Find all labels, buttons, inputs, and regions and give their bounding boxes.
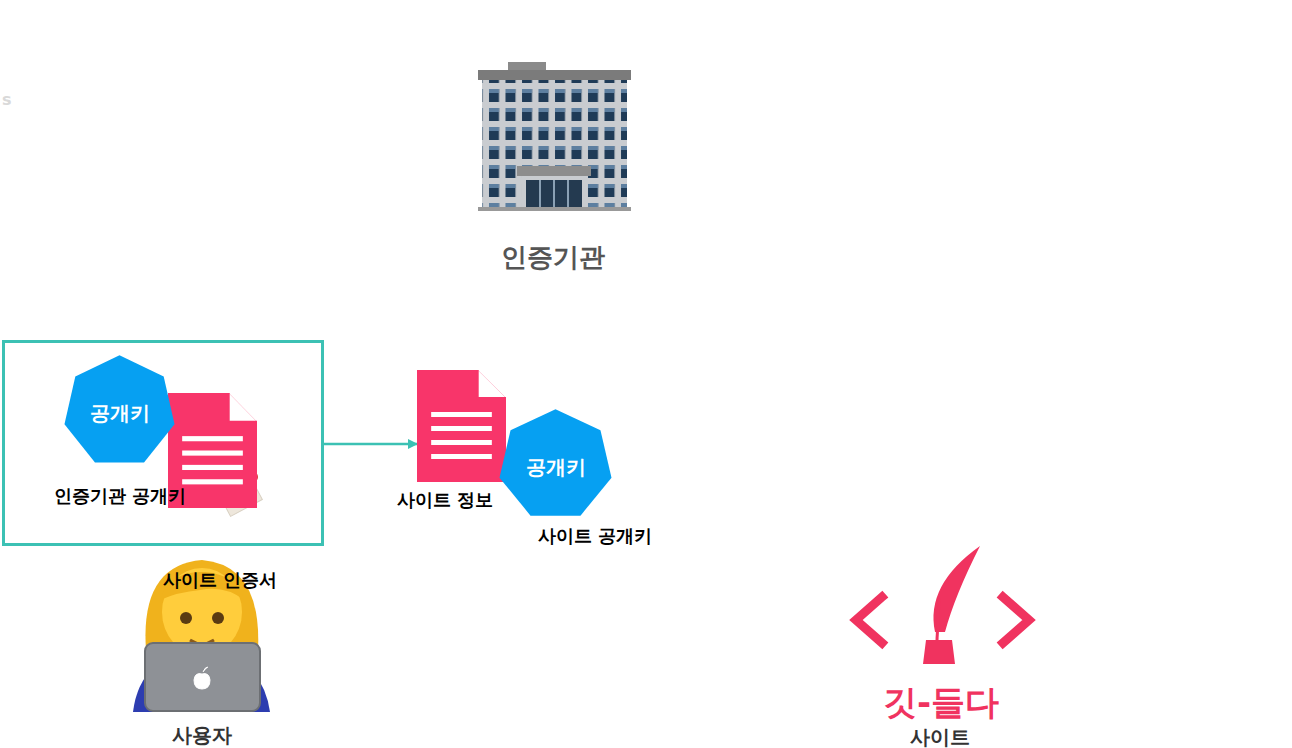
arrow-connector	[324, 443, 417, 446]
caption-label: 사이트 인증서	[163, 568, 277, 592]
key-label: 공개키	[526, 454, 586, 481]
site-info-document: 사이트 정보	[417, 370, 506, 482]
caption-label: 사이트 공개키	[538, 524, 652, 548]
certificate-group-box: 공개키인증기관 공개키사이트 인증서	[2, 340, 324, 546]
site-logo	[856, 546, 1029, 664]
public-key-heptagon: 공개키사이트 공개키	[498, 407, 613, 519]
authority-label: 인증기관	[501, 240, 605, 275]
site-label: 사이트	[910, 724, 970, 748]
caption-label: 사이트 정보	[397, 488, 493, 512]
user-label: 사용자	[172, 722, 232, 748]
public-key-heptagon: 공개키인증기관 공개키	[63, 353, 176, 466]
building-icon	[478, 62, 631, 211]
key-label: 공개키	[90, 400, 150, 427]
logo-wordmark: 깃-들다	[883, 680, 999, 726]
faint-letter: s	[2, 90, 12, 109]
caption-label: 인증기관 공개키	[54, 484, 186, 508]
